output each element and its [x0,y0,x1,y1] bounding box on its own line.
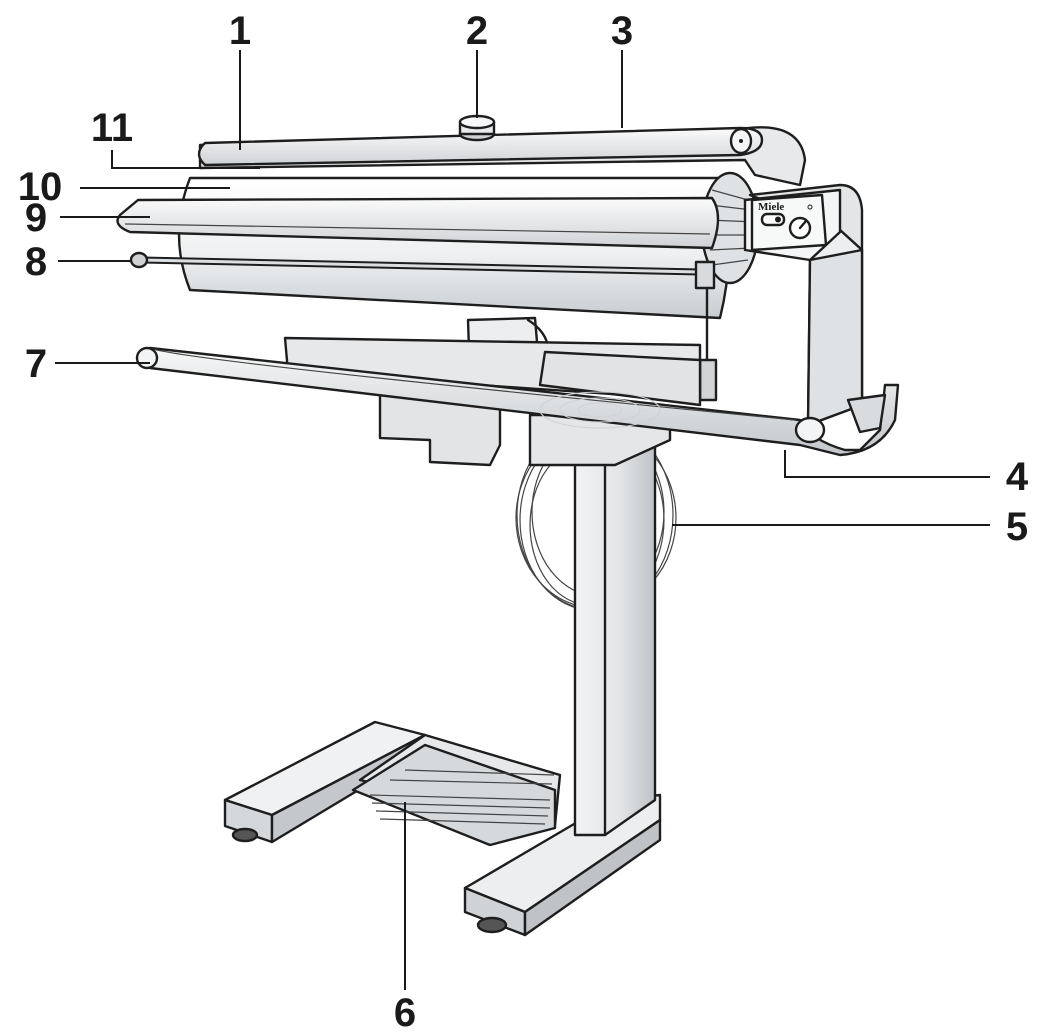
rotary-iron-illustration: Miele [116,114,900,937]
finger-guard-bar[interactable] [129,251,718,402]
temperature-dial[interactable] [788,204,813,240]
shoe-cover [197,126,764,167]
support-column [528,413,672,837]
on-off-switch[interactable] [760,212,786,227]
callout-9: 9 [25,196,47,240]
callout-2: 2 [466,9,488,53]
control-panel: Miele [750,193,828,252]
callout-5: 5 [1006,505,1028,549]
callout-3: 3 [611,9,633,53]
callout-leaders [55,50,990,990]
feed-board [116,196,720,250]
callout-numbers: 1 2 3 4 5 6 7 8 9 10 11 [18,9,1029,1034]
heat-waves [539,391,661,429]
brand-logo: Miele [758,201,784,213]
ironing-table [135,336,900,457]
leader-4 [784,450,990,478]
callout-1: 1 [229,9,251,53]
foot-pedal[interactable] [351,743,557,847]
callout-7: 7 [25,342,47,386]
callout-6: 6 [394,991,416,1034]
top-knob[interactable] [458,114,496,142]
leader-11 [111,150,260,169]
callout-4: 4 [1006,455,1029,499]
callout-11: 11 [91,106,133,150]
callout-8: 8 [25,240,47,284]
callout-10: 10 [18,165,63,209]
